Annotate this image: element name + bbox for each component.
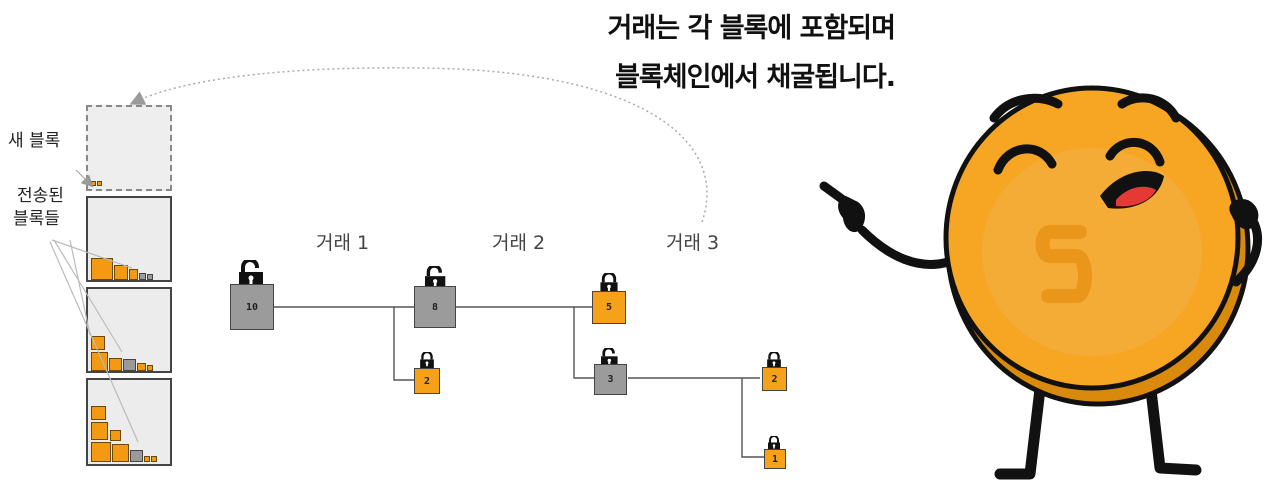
tx-label-1: 거래 1 — [316, 232, 370, 254]
edge — [741, 378, 764, 458]
mini-tx — [147, 365, 153, 371]
mini-tx — [137, 363, 146, 371]
mini-tx — [129, 269, 138, 280]
new-block-pointer — [75, 169, 94, 188]
locked-padlock-icon — [767, 352, 781, 368]
sent-pointer — [51, 239, 133, 269]
tx-label-2: 거래 2 — [492, 232, 546, 254]
mini-tx — [91, 336, 105, 350]
sent-block-2 — [86, 287, 172, 373]
unlocked-padlock-icon — [239, 260, 263, 286]
mascot-leg-right — [1142, 358, 1202, 476]
mascot-pointing-hand — [819, 181, 866, 233]
node-10: 10 — [230, 284, 274, 330]
locked-padlock-icon — [420, 352, 434, 368]
headline-line-1: 거래는 각 블록에 포함되며 — [607, 13, 896, 44]
unlocked-padlock-icon — [425, 266, 446, 288]
mining-curve-arrow — [129, 67, 708, 223]
mascot-emblem — [1035, 225, 1092, 303]
mascot-arm-left — [857, 225, 953, 269]
sent-pointer — [69, 239, 91, 336]
mini-tx — [123, 359, 136, 371]
mini-tx — [91, 258, 113, 280]
headline-line-2: 블록체인에서 채굴됩니다. — [615, 62, 896, 93]
mini-tx — [130, 450, 143, 462]
mini-tx — [139, 273, 146, 280]
mini-tx — [144, 456, 150, 462]
locked-padlock-icon — [768, 436, 780, 450]
node-3: 3 — [594, 364, 627, 395]
sent-block-1 — [86, 196, 172, 282]
mini-tx — [109, 358, 122, 371]
new-block — [86, 105, 172, 191]
mini-tx — [91, 422, 108, 440]
mini-tx — [112, 444, 129, 462]
mini-tx — [147, 274, 153, 280]
mini-tx — [91, 406, 106, 420]
mini-tx — [114, 265, 128, 280]
sent-pointer — [49, 241, 139, 443]
sent-pointer — [53, 239, 123, 353]
node-2b: 2 — [762, 367, 787, 391]
unlocked-padlock-icon — [601, 348, 618, 366]
node-1: 1 — [764, 449, 786, 469]
mini-tx — [110, 430, 121, 441]
mini-tx — [151, 456, 157, 462]
edge — [393, 307, 414, 381]
node-5: 5 — [592, 291, 626, 324]
edge — [573, 307, 594, 379]
new-block-label: 새 블록 — [8, 131, 61, 151]
tx-label-3: 거래 3 — [666, 232, 720, 254]
mini-tx — [97, 181, 102, 186]
sent-blocks-label-1: 전송된 — [17, 186, 64, 206]
mini-tx — [91, 442, 111, 462]
locked-padlock-icon — [600, 273, 618, 293]
mascot-leg-left — [994, 366, 1048, 480]
node-2a: 2 — [414, 368, 440, 394]
sent-blocks-label-2: 블록들 — [13, 209, 60, 229]
sent-block-3 — [86, 378, 172, 466]
mini-tx — [91, 352, 108, 371]
node-8: 8 — [414, 286, 456, 328]
